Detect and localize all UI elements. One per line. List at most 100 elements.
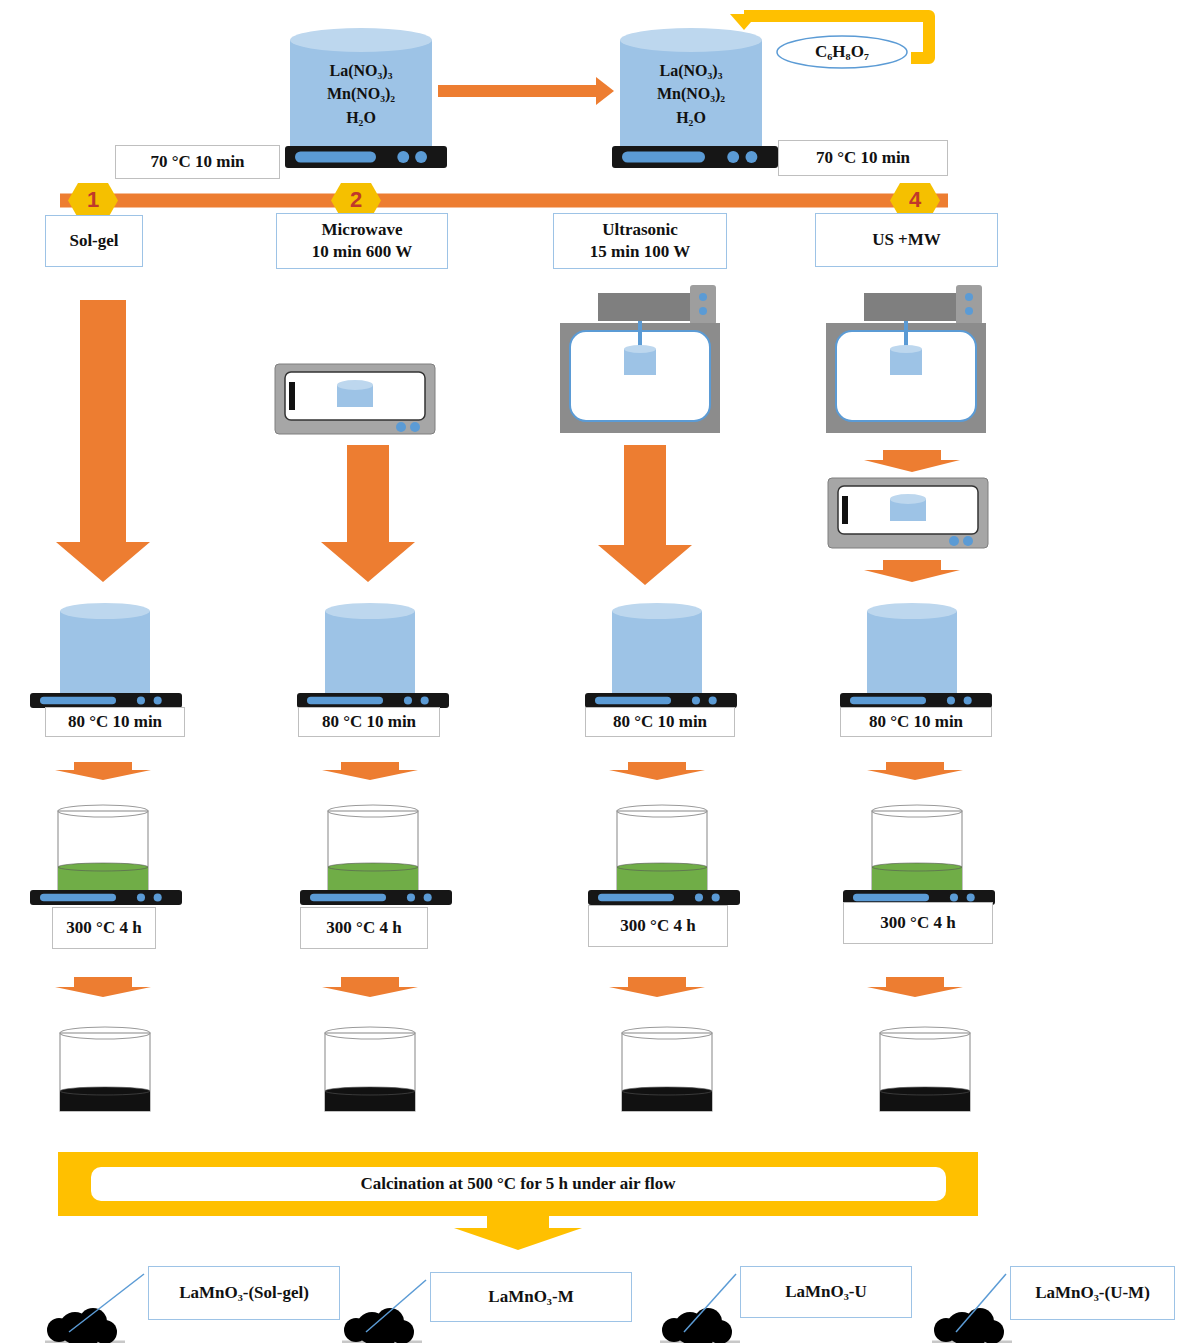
hotplate-knob — [404, 696, 412, 704]
liquid-surface — [58, 863, 148, 871]
sample-top — [337, 380, 373, 390]
beaker-rim — [622, 1027, 712, 1039]
node-text: C₆H₈O₇ — [815, 41, 869, 63]
condition-label: 80 °C 10 min — [840, 707, 992, 737]
flow-arrow — [864, 560, 960, 582]
beaker-rim — [328, 805, 418, 817]
flow-arrow — [867, 762, 963, 780]
oven-window — [838, 486, 978, 534]
node-text: Sol-gel — [69, 230, 118, 252]
condition-label: 300 °C 4 h — [588, 905, 728, 947]
hotplate-body — [612, 146, 778, 168]
hotplate — [300, 890, 452, 905]
hotplate-display — [295, 152, 376, 163]
beaker-wall — [622, 1033, 712, 1111]
glass-beaker — [60, 1027, 150, 1111]
beaker-wall — [58, 811, 148, 891]
beaker-wall — [880, 1033, 970, 1111]
oven-button — [949, 536, 959, 546]
flow-arrow — [598, 445, 692, 585]
condition-label: 300 °C 4 h — [52, 907, 156, 949]
node-text: 10 min 600 W — [312, 241, 412, 263]
glass-beaker — [325, 1027, 415, 1111]
node-text: Mn(NO₃)₂ — [327, 82, 395, 105]
node-text: 70 °C 10 min — [816, 147, 910, 169]
beaker-body — [867, 611, 957, 693]
hexagon-fill — [68, 183, 118, 218]
solution-beaker: La(NO₃)₃Mn(NO₃)₂H₂O — [620, 28, 762, 146]
beaker-wall — [617, 811, 707, 891]
hotplate — [285, 146, 447, 168]
beaker-wall — [325, 1033, 415, 1111]
liquid-surface — [872, 863, 962, 871]
node-text: La(NO₃)₃ — [660, 59, 723, 82]
hotplate-body — [588, 890, 740, 905]
beaker-top — [290, 28, 432, 52]
glass-beaker — [872, 805, 962, 891]
node-text: 300 °C 4 h — [66, 917, 141, 939]
node-text: H₂O — [676, 106, 706, 129]
beaker-body — [60, 611, 150, 693]
method-label: LaMnO₃-(U-M) — [1010, 1266, 1175, 1320]
method-label: LaMnO₃-M — [430, 1272, 632, 1322]
flow-arrow — [55, 762, 151, 780]
powder-grain — [934, 1318, 958, 1342]
hotplate-display — [40, 697, 116, 705]
microwave-oven — [828, 478, 988, 548]
control-led — [699, 293, 707, 301]
beaker-rim — [60, 1027, 150, 1039]
liquid-surface — [328, 863, 418, 871]
arrow-head — [596, 77, 614, 105]
ultrasonic-bath — [826, 285, 986, 433]
glass-beaker — [622, 1027, 712, 1111]
calcination-band: Calcination at 500 °C for 5 h under air … — [58, 1152, 978, 1216]
flow-arrow — [454, 1214, 582, 1250]
step-bar — [114, 194, 335, 208]
hotplate-display — [310, 894, 386, 902]
hotplate-knob — [964, 696, 972, 704]
node-text: LaMnO₃-U — [785, 1281, 867, 1303]
beaker-top — [325, 603, 415, 619]
hotplate-knob — [692, 696, 700, 704]
node-text: 300 °C 4 h — [326, 917, 401, 939]
oven-body — [275, 364, 435, 434]
glass-beaker — [328, 805, 418, 891]
arrow-shaft — [438, 85, 598, 97]
oven-window — [285, 372, 425, 420]
node-text: Mn(NO₃)₂ — [657, 82, 725, 105]
flow-arrow — [55, 977, 151, 997]
beaker-top — [60, 603, 150, 619]
flow-arrow — [322, 977, 418, 997]
leader-line — [684, 1274, 736, 1332]
solution-beaker — [60, 603, 150, 693]
hotplate — [585, 693, 737, 708]
liquid-surface — [617, 863, 707, 871]
condition-label: 80 °C 10 min — [298, 707, 440, 737]
hotplate-body — [30, 890, 182, 905]
oven-body — [828, 478, 988, 548]
flow-arrow — [864, 450, 960, 472]
hotplate-knob — [421, 696, 429, 704]
hotplate-knob — [947, 696, 955, 704]
powder-grain — [368, 1322, 396, 1343]
method-label: Microwave10 min 600 W — [276, 213, 448, 269]
node-text: 15 min 100 W — [590, 241, 690, 263]
beaker-top — [612, 603, 702, 619]
horn-head — [864, 293, 962, 321]
hotplate-knob — [154, 696, 162, 704]
node-text: H₂O — [346, 106, 376, 129]
beaker-wall — [60, 1033, 150, 1111]
beaker-body — [290, 40, 432, 146]
powder-product — [660, 1274, 740, 1343]
sample-top — [890, 345, 922, 353]
hotplate — [588, 890, 740, 905]
condition-label: 70 °C 10 min — [778, 140, 948, 176]
node-text: LaMnO₃-(Sol-gel) — [179, 1282, 309, 1304]
powder-product — [45, 1274, 144, 1343]
hotplate-body — [297, 693, 449, 708]
leader-line — [69, 1274, 144, 1332]
flow-arrow — [56, 300, 150, 582]
hotplate-display — [598, 894, 674, 902]
node-text: 70 °C 10 min — [150, 151, 244, 173]
flow-arrow — [609, 762, 705, 780]
